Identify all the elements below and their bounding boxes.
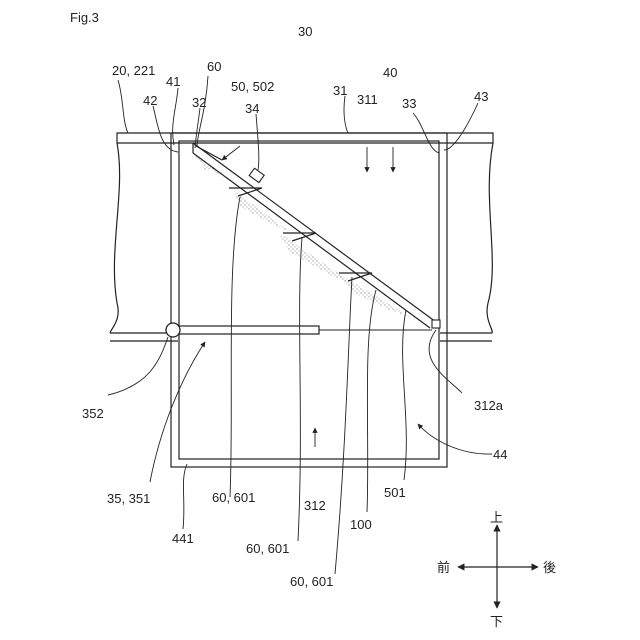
label-40: 40 bbox=[383, 65, 397, 80]
label-311: 311 bbox=[357, 92, 378, 107]
hinge-circle bbox=[166, 323, 180, 337]
label-43: 43 bbox=[474, 89, 488, 104]
label-60-601-b: 60, 601 bbox=[246, 541, 289, 556]
diagonal-plate bbox=[193, 143, 440, 328]
direction-front-label: 前 bbox=[437, 560, 450, 576]
label-30: 30 bbox=[298, 24, 312, 39]
figure-title: Fig.3 bbox=[70, 10, 99, 25]
direction-back-label: 後 bbox=[543, 561, 556, 576]
film-regions bbox=[193, 146, 412, 318]
label-60-601-c: 60, 601 bbox=[290, 574, 333, 589]
label-31: 31 bbox=[333, 83, 347, 98]
label-35-351: 35, 351 bbox=[107, 491, 150, 506]
label-441: 441 bbox=[172, 531, 194, 546]
label-100: 100 bbox=[350, 517, 372, 532]
label-352: 352 bbox=[82, 406, 104, 421]
label-312: 312 bbox=[304, 498, 326, 513]
direction-up-label: 上 bbox=[490, 511, 503, 526]
label-42: 42 bbox=[143, 93, 157, 108]
label-50-502: 50, 502 bbox=[231, 79, 274, 94]
label-312a: 312a bbox=[474, 398, 504, 413]
label-34: 34 bbox=[245, 101, 259, 116]
label-33: 33 bbox=[402, 96, 416, 111]
label-501: 501 bbox=[384, 485, 406, 500]
flow-arrows bbox=[222, 146, 393, 172]
label-20-221: 20, 221 bbox=[112, 63, 155, 78]
partition-plate bbox=[166, 323, 432, 337]
reference-labels: 30 20, 221 60 41 50, 502 31 40 42 32 34 … bbox=[82, 24, 507, 589]
direction-indicator: 上 下 前 後 bbox=[437, 511, 556, 630]
label-32: 32 bbox=[192, 95, 206, 110]
label-44: 44 bbox=[493, 447, 507, 462]
label-41: 41 bbox=[166, 74, 180, 89]
label-60-601-a: 60, 601 bbox=[212, 490, 255, 505]
outer-wall bbox=[110, 133, 493, 341]
label-60-top: 60 bbox=[207, 59, 221, 74]
direction-down-label: 下 bbox=[490, 615, 503, 630]
